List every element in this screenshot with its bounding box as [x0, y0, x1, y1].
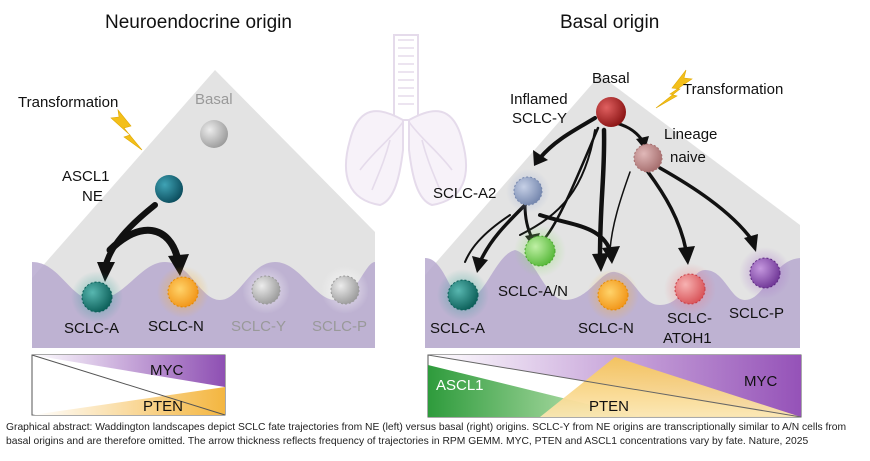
left-basal-cell [200, 120, 228, 148]
figure-caption: Graphical abstract: Waddington landscape… [6, 422, 847, 447]
right-pten-label: PTEN [589, 398, 629, 415]
right-sclc-p-label: SCLC-P [729, 305, 784, 322]
left-sclc-y-label: SCLC-Y [231, 318, 286, 335]
right-gradient-legend: ASCL1 PTEN MYC [427, 354, 802, 418]
left-arrows [97, 202, 189, 282]
left-sclc-a-cell [81, 281, 113, 313]
inflamed-label: Inflamed [510, 91, 568, 108]
left-lightning-icon [110, 108, 143, 151]
sclc-a2-label: SCLC-A2 [433, 185, 496, 202]
left-myc-label: MYC [150, 362, 184, 379]
left-sclc-p-cell [330, 275, 360, 305]
ascl1-label: ASCL1 [62, 168, 110, 185]
left-pten-label: PTEN [143, 398, 183, 415]
lungs-illustration [345, 34, 467, 207]
right-cells [437, 97, 791, 321]
left-cells [71, 120, 369, 323]
left-transformation-label: Transformation [18, 94, 118, 111]
right-ascl1-label: ASCL1 [436, 377, 484, 394]
right-basal-label: Basal [592, 70, 630, 87]
sclc-an-label: SCLC-A/N [498, 283, 568, 300]
right-sclc-p-cell [749, 257, 781, 289]
left-sclc-n-label: SCLC-N [148, 318, 204, 335]
right-sclc-a-cell [447, 279, 479, 311]
lineage-label: Lineage [664, 126, 717, 143]
right-lightning-icon [655, 69, 693, 109]
ascl1-ne-cell [155, 175, 183, 203]
left-gradient-legend: MYC PTEN [31, 354, 226, 416]
sclc-a2-cell [513, 176, 543, 206]
left-sclc-n-cell [167, 276, 199, 308]
ne-label: NE [82, 188, 103, 205]
lineage-naive-cell [633, 143, 663, 173]
sclc-an-cell [524, 235, 556, 267]
inflamed-sclc-y-label: SCLC-Y [512, 110, 567, 127]
arrow-ne-to-sclc-n [106, 226, 182, 264]
left-title: Neuroendocrine origin [105, 12, 292, 33]
naive-label: naive [670, 149, 706, 166]
right-transformation-label: Transformation [683, 81, 783, 98]
sclc-atoh1-label-line2: ATOH1 [663, 330, 712, 347]
right-basal-cell [596, 97, 626, 127]
sclc-atoh1-label-line1: SCLC- [667, 310, 712, 327]
left-basal-label: Basal [195, 91, 233, 108]
sclc-atoh1-cell [674, 273, 706, 305]
left-sclc-p-label: SCLC-P [312, 318, 367, 335]
right-sclc-n-cell [597, 279, 629, 311]
left-sclc-y-cell [251, 275, 281, 305]
right-sclc-a-label: SCLC-A [430, 320, 485, 337]
right-title: Basal origin [560, 12, 659, 33]
right-sclc-n-label: SCLC-N [578, 320, 634, 337]
right-myc-label: MYC [744, 373, 778, 390]
left-sclc-a-label: SCLC-A [64, 320, 119, 337]
